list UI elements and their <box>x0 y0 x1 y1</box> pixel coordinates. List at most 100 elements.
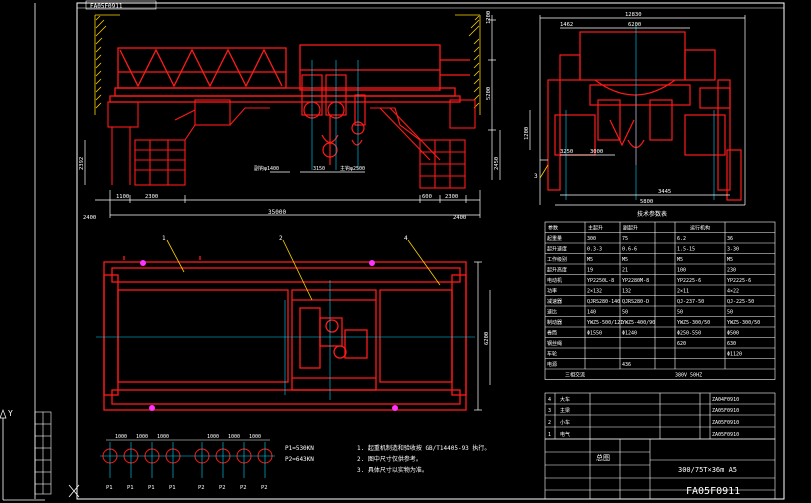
part-row-1-name: 大车 <box>560 396 570 403</box>
params-cell-2-1: M5 <box>587 257 593 263</box>
dim-side-2392: 2392 <box>79 157 85 170</box>
params-cell-6-2: QJRS280-D <box>622 299 649 305</box>
dim-plan-6200: 6200 <box>484 332 490 345</box>
params-cell-0-2: 75 <box>622 236 628 242</box>
params-cell-8-2: YWZ5-400/90 <box>622 320 655 326</box>
params-cell-10-5: 630 <box>727 341 736 347</box>
params-header-4: 运行机构 <box>690 225 710 232</box>
params-cell-4-4: YP2225-6 <box>677 278 701 284</box>
aux-hook-label: 副钩φ1400 <box>254 165 279 172</box>
params-cell-5-2: 132 <box>622 289 631 295</box>
note-1: 1. 起重机制造和验收按 GB/T14405-93 执行。 <box>357 444 490 452</box>
plan-girders <box>103 256 467 411</box>
params-cell-9-5: Φ500 <box>727 331 739 337</box>
callout-2: 2 <box>279 235 283 242</box>
params-cell-2-5: M5 <box>727 257 733 263</box>
dim-side-top: 1200 <box>486 11 492 24</box>
building-column-left <box>94 14 120 115</box>
dim-front-2400: 2400 <box>83 215 96 221</box>
wheel-label-1: P1 <box>106 485 113 491</box>
plan-view[interactable]: 1 2 4 6200 <box>96 235 491 411</box>
params-cell-9-1: Φ1550 <box>587 331 602 337</box>
wheel-spacing-2: 1000 <box>136 434 148 440</box>
params-cell-4-5: YP2225-6 <box>727 278 751 284</box>
dim-front-3150: 3150 <box>313 166 325 172</box>
end-carriage-left <box>107 99 270 186</box>
params-cell-12-0: 电源 <box>547 361 557 368</box>
wheel-load-diagram[interactable]: 1000 1000 1000 1000 1000 1000 P1 P1 P1 P… <box>100 434 314 491</box>
params-cell-5-0: 功率 <box>547 288 557 295</box>
title-block[interactable]: 4 大车 ZA04F0910 3 主梁 ZA05F0910 2 小车 ZA05F… <box>544 392 776 500</box>
params-cell-1-1: 0.3-3 <box>587 247 602 253</box>
params-cell-11-5: Φ1120 <box>727 352 742 358</box>
dim-front-1100: 1100 <box>116 194 129 200</box>
params-cell-7-5: 50 <box>727 310 733 316</box>
wheel-label-6: P2 <box>219 485 226 491</box>
trolley-side <box>547 31 742 201</box>
dim-side-5200: 5200 <box>486 87 492 100</box>
dim-side-1462: 1462 <box>560 22 573 28</box>
ucs-axis-icon: Y <box>0 409 80 501</box>
dim-side-2450: 2450 <box>494 157 500 170</box>
wheel-load-p2: P2=643KN <box>285 456 314 463</box>
front-elevation-view[interactable]: 35000 2300 1100 2400 600 2300 2400 3150 … <box>79 11 501 221</box>
dim-front-2300b: 2300 <box>445 194 458 200</box>
wheel-spacing-6: 1000 <box>249 434 261 440</box>
params-cell-3-5: 230 <box>727 268 736 274</box>
callout-leader-3 <box>539 164 549 179</box>
params-footer-label: 三相交流 <box>565 372 585 379</box>
params-cell-2-2: M5 <box>622 257 628 263</box>
params-cell-8-5: YWZ5-300/50 <box>727 320 760 326</box>
plan-centerlines <box>96 280 475 400</box>
params-cell-11-0: 车轮 <box>547 351 557 358</box>
params-header-2: 副起升 <box>623 225 638 232</box>
params-cell-10-4: 620 <box>677 341 686 347</box>
params-cell-12-2: 436 <box>622 362 631 368</box>
note-2: 2. 图中尺寸仅供参考。 <box>357 455 422 463</box>
params-cell-0-1: 300 <box>587 236 596 242</box>
params-cell-1-5: 3-30 <box>727 247 739 253</box>
side-elevation-view[interactable]: 12830 6200 1462 3250 3000 3445 5800 1200… <box>524 12 746 206</box>
params-cell-6-0: 减速器 <box>547 298 562 305</box>
frame-tag-box <box>85 0 157 10</box>
params-cell-7-0: 速比 <box>547 309 557 316</box>
params-cell-7-1: 140 <box>587 310 596 316</box>
wheel-spacing-4: 1000 <box>207 434 219 440</box>
params-cell-0-5: 36 <box>727 236 733 242</box>
params-cell-6-5: QJ-225-50 <box>727 299 754 305</box>
drawing-frame <box>76 2 785 500</box>
params-cell-4-1: YP2250L-8 <box>587 278 614 284</box>
part-row-3-code: ZA05F0910 <box>712 420 739 426</box>
params-cell-9-0: 卷筒 <box>547 330 557 337</box>
plan-dimension-lines <box>474 261 491 411</box>
params-cell-2-0: 工作级别 <box>547 256 567 263</box>
wheel-centerlines <box>100 442 275 478</box>
params-cell-3-0: 起升高度 <box>547 267 567 274</box>
part-row-2-name: 主梁 <box>560 407 570 414</box>
wheel-label-7: P2 <box>240 485 247 491</box>
params-cell-5-5: 4×22 <box>727 289 739 295</box>
callout-3: 3 <box>534 173 538 180</box>
wheel-spacing-1: 1000 <box>115 434 127 440</box>
technical-notes: 1. 起重机制造和验收按 GB/T14405-93 执行。 2. 图中尺寸仅供参… <box>357 444 490 474</box>
frame-tag: FA05F0911 <box>90 3 123 10</box>
wheel-label-2: P1 <box>127 485 134 491</box>
params-cell-1-2: 0.6-6 <box>622 247 637 253</box>
params-cell-3-2: 21 <box>622 268 628 274</box>
title-block-grid <box>544 392 776 500</box>
params-cell-5-1: 2×132 <box>587 289 602 295</box>
part-row-2-num: 3 <box>548 408 551 414</box>
drawing-model: 300/75T×36m A5 <box>678 466 737 474</box>
dim-span: 35000 <box>268 209 286 216</box>
dim-front-600: 600 <box>422 194 432 200</box>
params-cell-6-4: QJ-237-50 <box>677 299 704 305</box>
wheel-spacing-3: 1000 <box>157 434 169 440</box>
drawing-number: FA05F0911 <box>686 486 740 497</box>
side-centerlines <box>565 25 715 200</box>
params-cell-9-4: Φ250-550 <box>677 331 701 337</box>
part-row-4-num: 1 <box>548 432 551 438</box>
